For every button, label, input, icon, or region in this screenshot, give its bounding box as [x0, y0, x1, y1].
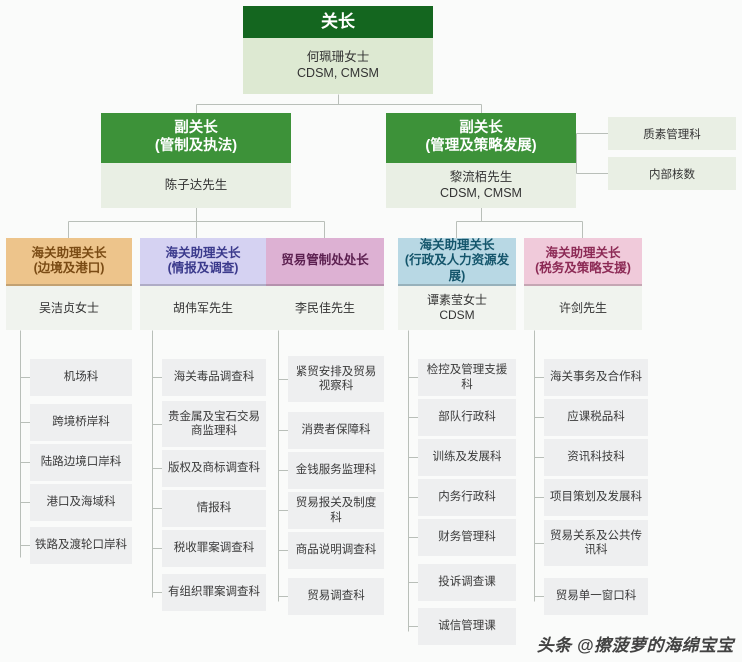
node-assistant-commissioner-boundary-port: 海关助理关长 (边境及港口) 吴洁贞女士	[6, 238, 132, 330]
node-head-trade-controls: 贸易管制处处长 李民佳先生	[266, 238, 384, 330]
node-assistant-commissioner-intelligence: 海关助理关长 (情报及调查) 胡伟军先生	[140, 238, 266, 330]
unit-box: 商品说明调查科	[288, 532, 384, 569]
unit-box: 内务行政科	[418, 479, 516, 516]
watermark-text: 头条 @擦菠萝的海绵宝宝	[536, 636, 734, 655]
unit-box: 机场科	[30, 359, 132, 396]
node-assistant-commissioner-admin-hr: 海关助理关长 (行政及人力资源发展) 谭素莹女士 CDSM	[398, 238, 516, 330]
node-assistant-commissioner-excise-strategic: 海关助理关长 (税务及策略支援) 许剑先生	[524, 238, 642, 330]
unit-box: 项目策划及发展科	[544, 479, 648, 516]
unit-box: 贵金属及宝石交易商监理科	[162, 401, 266, 447]
deputy-person: 陈子达先生	[101, 163, 291, 208]
commissioner-person: 何珮珊女士 CDSM, CMSM	[243, 38, 433, 94]
ac-title: 海关助理关长 (边境及港口)	[6, 238, 132, 286]
unit-box: 税收罪案调查科	[162, 530, 266, 567]
unit-box: 贸易单一窗口科	[544, 578, 648, 615]
node-deputy-enforcement: 副关长 (管制及执法) 陈子达先生	[101, 113, 291, 208]
node-commissioner: 关长 何珮珊女士 CDSM, CMSM	[243, 6, 433, 94]
ac-person: 吴洁贞女士	[6, 286, 132, 330]
deputy-title: 副关长 (管理及策略发展)	[386, 113, 576, 163]
unit-box: 情报科	[162, 490, 266, 527]
unit-box: 港口及海域科	[30, 484, 132, 521]
unit-box: 金钱服务监理科	[288, 452, 384, 489]
unit-box: 海关事务及合作科	[544, 359, 648, 396]
unit-box: 贸易调查科	[288, 578, 384, 615]
unit-box: 紧贸安排及贸易视察科	[288, 356, 384, 402]
staff-unit-box: 质素管理科	[608, 117, 736, 150]
ac-title: 海关助理关长 (行政及人力资源发展)	[398, 238, 516, 286]
ac-person: 胡伟军先生	[140, 286, 266, 330]
unit-box: 贸易报关及制度科	[288, 492, 384, 529]
unit-box: 诚信管理课	[418, 608, 516, 645]
deputy-title: 副关长 (管制及执法)	[101, 113, 291, 163]
staff-unit-box: 内部核数	[608, 157, 736, 190]
unit-box: 陆路边境口岸科	[30, 444, 132, 481]
ac-person: 李民佳先生	[266, 286, 384, 330]
unit-box: 铁路及渡轮口岸科	[30, 527, 132, 564]
unit-box: 财务管理科	[418, 519, 516, 556]
unit-box: 资讯科技科	[544, 439, 648, 476]
unit-box: 训练及发展科	[418, 439, 516, 476]
commissioner-title: 关长	[243, 6, 433, 38]
unit-box: 消费者保障科	[288, 412, 384, 449]
unit-box: 检控及管理支援科	[418, 359, 516, 396]
ac-title: 海关助理关长 (情报及调查)	[140, 238, 266, 286]
deputy-person: 黎流栢先生 CDSM, CMSM	[386, 163, 576, 208]
ac-person: 谭素莹女士 CDSM	[398, 286, 516, 330]
unit-box: 版权及商标调查科	[162, 450, 266, 487]
ac-title: 海关助理关长 (税务及策略支援)	[524, 238, 642, 286]
unit-box: 投诉调查课	[418, 564, 516, 601]
node-deputy-management: 副关长 (管理及策略发展) 黎流栢先生 CDSM, CMSM	[386, 113, 576, 208]
ac-title: 贸易管制处处长	[266, 238, 384, 286]
ac-person: 许剑先生	[524, 286, 642, 330]
unit-box: 跨境桥岸科	[30, 404, 132, 441]
unit-box: 贸易关系及公共传讯科	[544, 520, 648, 566]
unit-box: 部队行政科	[418, 399, 516, 436]
unit-box: 海关毒品调查科	[162, 359, 266, 396]
unit-box: 有组织罪案调查科	[162, 574, 266, 611]
unit-box: 应课税品科	[544, 399, 648, 436]
